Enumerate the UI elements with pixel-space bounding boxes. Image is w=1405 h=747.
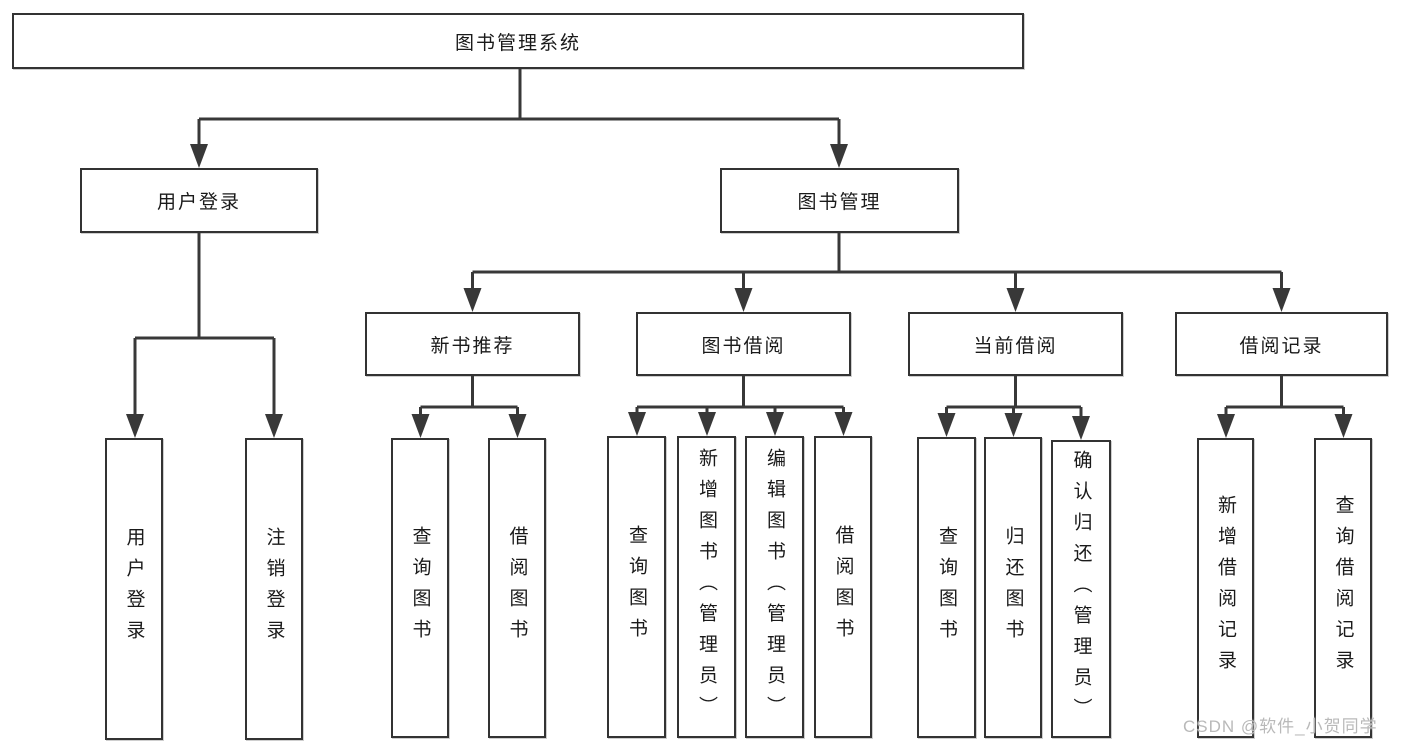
leaf-borrow-query-book: 查询图书: [607, 436, 666, 738]
node-current-borrow-label: 当前借阅: [973, 335, 1058, 357]
node-book-management-label: 图书管理: [797, 192, 882, 213]
node-root-label: 图书管理系统: [454, 32, 581, 54]
node-book-borrow-label: 图书借阅: [701, 335, 786, 357]
leaf-borrow-edit-book-admin-label: 编辑图书（管理员）: [764, 447, 785, 727]
leaf-logout: 注销登录: [245, 438, 303, 740]
leaf-borrow-add-book-admin: 新增图书（管理员）: [677, 436, 736, 738]
node-user-login: 用户登录: [80, 168, 318, 233]
leaf-newrec-borrow-book-label: 借阅图书: [506, 526, 528, 650]
node-book-management: 图书管理: [720, 168, 959, 233]
node-borrow-record-label: 借阅记录: [1239, 335, 1324, 357]
arrowheads-userlogin-leaves: [126, 414, 283, 438]
node-borrow-record: 借阅记录: [1175, 312, 1388, 376]
leaf-newrec-borrow-book: 借阅图书: [488, 438, 546, 738]
leaf-record-add-record-label: 新增借阅记录: [1215, 495, 1236, 681]
leaf-borrow-borrow-book-label: 借阅图书: [832, 525, 854, 649]
connector-userlogin-to-leaves: [133, 233, 276, 416]
leaf-borrow-add-book-admin-label: 新增图书（管理员）: [696, 447, 717, 727]
leaf-borrow-edit-book-admin: 编辑图书（管理员）: [745, 436, 804, 738]
connector-bookmgmt-to-level3: [471, 233, 1283, 290]
node-root: 图书管理系统: [12, 13, 1024, 69]
arrowheads-newbookrec-leaves: [411, 414, 527, 438]
leaf-logout-label: 注销登录: [263, 527, 285, 651]
leaf-current-return-book-label: 归还图书: [1002, 525, 1024, 650]
leaf-current-confirm-return-admin: 确认归还（管理员）: [1051, 440, 1111, 738]
leaf-newrec-query-book-label: 查询图书: [409, 526, 431, 650]
leaf-newrec-query-book: 查询图书: [391, 438, 449, 738]
node-current-borrow: 当前借阅: [908, 312, 1123, 376]
watermark: CSDN @软件_小贺同学: [1183, 717, 1378, 736]
arrowheads-borrowrecord-leaves: [1217, 414, 1353, 438]
arrowheads-level2: [190, 144, 848, 168]
node-book-borrow: 图书借阅: [636, 312, 851, 376]
leaf-borrow-query-book-label: 查询图书: [626, 525, 647, 649]
node-new-book-recommend: 新书推荐: [365, 312, 580, 376]
connector-newbookrec-to-leaves: [419, 376, 519, 417]
connector-borrowrecord-to-leaves: [1224, 376, 1345, 416]
connector-root-to-level2: [197, 69, 841, 147]
leaf-user-login-label: 用户登录: [123, 527, 145, 651]
connector-currentborrow-to-leaves: [945, 376, 1083, 417]
leaf-current-query-book: 查询图书: [917, 437, 976, 738]
leaf-record-query-record: 查询借阅记录: [1314, 438, 1372, 738]
leaf-current-query-book-label: 查询图书: [936, 525, 957, 650]
leaf-record-add-record: 新增借阅记录: [1197, 438, 1254, 738]
leaf-current-return-book: 归还图书: [984, 437, 1042, 738]
node-new-book-recommend-label: 新书推荐: [430, 335, 515, 357]
arrowheads-bookborrow-leaves: [628, 412, 853, 436]
leaf-borrow-borrow-book: 借阅图书: [814, 436, 872, 738]
leaf-user-login: 用户登录: [105, 438, 163, 740]
leaf-record-query-record-label: 查询借阅记录: [1332, 495, 1354, 681]
leaf-current-confirm-return-admin-label: 确认归还（管理员）: [1070, 449, 1092, 729]
connector-bookborrow-to-leaves: [635, 376, 845, 414]
arrowheads-currentborrow-leaves: [937, 413, 1090, 440]
node-user-login-label: 用户登录: [156, 192, 241, 213]
arrowheads-level3: [463, 288, 1291, 312]
